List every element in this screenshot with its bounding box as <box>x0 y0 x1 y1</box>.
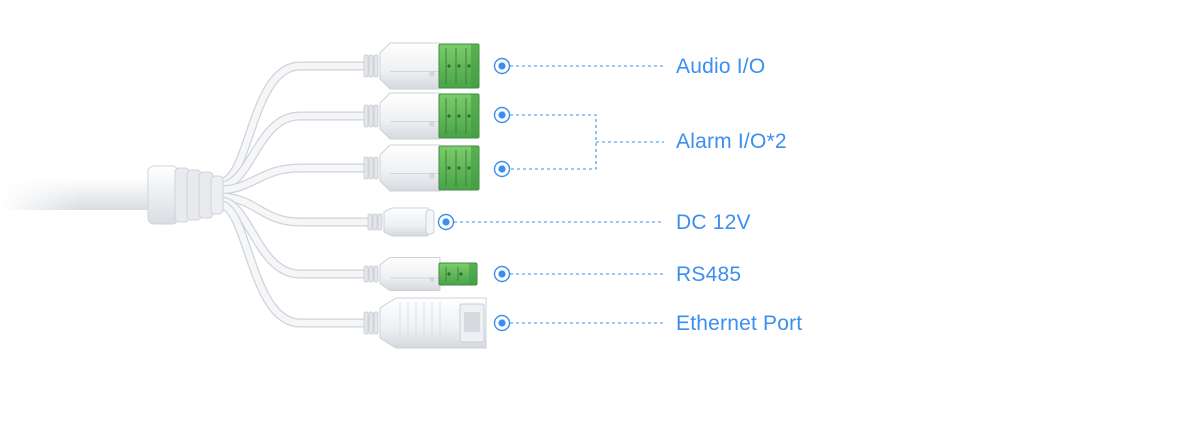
cable-rs485 <box>217 196 377 279</box>
branch-cables <box>217 61 383 328</box>
cable-boot <box>147 165 224 225</box>
terminal-block-icon <box>438 262 478 286</box>
terminal-block-icon <box>438 43 480 89</box>
callout-dot-dc <box>437 213 455 231</box>
cable-alarm-1 <box>217 111 377 191</box>
label-rs485: RS485 <box>676 263 742 286</box>
cable-audio <box>217 61 377 187</box>
connector-alarm-1 <box>363 92 480 140</box>
callout-dot-rs485 <box>493 265 511 283</box>
label-ethernet-port: Ethernet Port <box>676 312 803 335</box>
main-cable <box>0 176 160 212</box>
callout-dot-audio <box>493 57 511 75</box>
terminal-block-icon <box>438 145 480 191</box>
dc-jack-icon <box>367 207 435 237</box>
connector-audio <box>363 42 480 90</box>
cable-ethernet <box>217 200 377 328</box>
callouts <box>437 57 664 332</box>
connector-rs485 <box>363 256 478 292</box>
callout-bracket-alarm <box>510 114 597 170</box>
connector-heads <box>363 42 487 349</box>
rj45-jack-icon <box>363 297 487 349</box>
label-audio-io: Audio I/O <box>676 55 766 78</box>
callout-dot-ethernet <box>493 314 511 332</box>
terminal-block-icon <box>438 93 480 139</box>
cable-alarm-2 <box>217 163 377 195</box>
cable-dc <box>217 192 383 227</box>
label-alarm-io: Alarm I/O*2 <box>676 130 787 153</box>
label-dc-12v: DC 12V <box>676 211 751 234</box>
callout-dot-alarm-2 <box>493 160 511 178</box>
connector-alarm-2 <box>363 144 480 192</box>
callout-dot-alarm-1 <box>493 106 511 124</box>
